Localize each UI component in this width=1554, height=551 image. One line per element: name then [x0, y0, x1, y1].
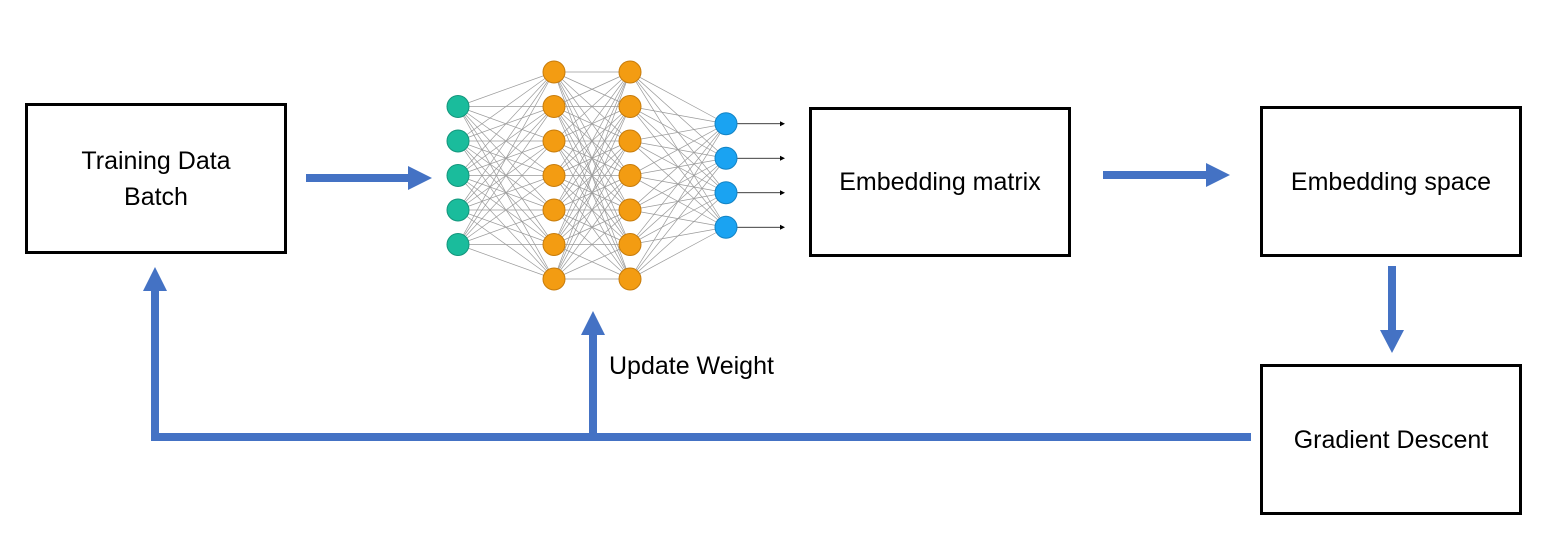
network-edge: [553, 106, 631, 280]
update-weight-label: Update Weight: [609, 352, 774, 380]
hidden-neuron: [618, 267, 642, 291]
network-edge: [457, 175, 555, 245]
network-edge: [629, 106, 727, 125]
arrowhead-matrix-to-space: [1206, 163, 1230, 187]
arrowhead-space-to-gradient: [1380, 330, 1404, 353]
embedding-space-box: Embedding space: [1260, 106, 1522, 257]
training-data-batch-label: Training Data Batch: [81, 146, 231, 211]
network-edge: [629, 192, 727, 280]
network-edge: [629, 123, 727, 211]
network-edge: [629, 123, 727, 176]
input-neuron: [446, 198, 470, 222]
network-edge: [457, 71, 555, 245]
network-edge: [553, 71, 631, 142]
network-edges: [457, 71, 727, 280]
input-neuron: [446, 164, 470, 187]
network-edge: [553, 71, 631, 107]
embedding-space-label: Embedding space: [1290, 167, 1492, 196]
arrowhead-update-weight: [581, 311, 605, 335]
network-edge: [629, 158, 727, 280]
hidden-neuron: [618, 164, 642, 187]
network-edge: [553, 71, 631, 176]
network-edge: [553, 244, 631, 280]
network-edge: [457, 71, 555, 176]
input-neuron: [446, 233, 470, 256]
network-edge: [457, 244, 555, 280]
hidden-neuron: [542, 95, 566, 118]
output-neuron: [714, 112, 738, 136]
output-neuron: [714, 181, 738, 205]
hidden-neuron: [618, 60, 642, 84]
output-arrowhead: [780, 190, 785, 196]
hidden-neuron: [542, 233, 566, 256]
network-edge: [553, 209, 631, 280]
hidden-neuron: [618, 198, 642, 222]
output-arrowhead: [780, 155, 785, 161]
training-data-batch-box: Training Data Batch: [25, 103, 287, 254]
hidden-neuron: [542, 60, 566, 84]
network-edge: [629, 123, 727, 142]
output-arrowhead: [780, 224, 785, 230]
network-edge: [457, 71, 555, 107]
arrowhead-feedback-to-batch: [143, 267, 167, 291]
hidden-neuron: [542, 164, 566, 187]
network-edge: [553, 71, 631, 211]
hidden-neuron: [542, 267, 566, 291]
network-nodes: [446, 60, 738, 291]
hidden-neuron: [542, 129, 566, 153]
network-output-arrows: [737, 121, 785, 230]
input-neuron: [446, 129, 470, 153]
network-edge: [457, 71, 555, 211]
gradient-descent-label: Gradient Descent: [1293, 425, 1489, 454]
network-edge: [629, 226, 727, 280]
output-neuron: [714, 215, 738, 239]
network-edge: [457, 106, 555, 245]
network-edge: [553, 175, 631, 280]
network-edge: [457, 71, 555, 142]
gradient-descent-box: Gradient Descent: [1260, 364, 1522, 515]
arrowhead-batch-to-network: [408, 166, 432, 190]
output-neuron: [714, 146, 738, 170]
hidden-neuron: [542, 198, 566, 222]
network-edge: [457, 209, 555, 245]
network-edge: [553, 140, 631, 280]
hidden-neuron: [618, 129, 642, 153]
hidden-neuron: [618, 233, 642, 256]
network-edge: [553, 71, 631, 245]
output-arrowhead: [780, 121, 785, 127]
embedding-matrix-label: Embedding matrix: [839, 168, 1041, 196]
network-edge: [629, 123, 727, 245]
network-edge: [629, 71, 727, 125]
input-neuron: [446, 95, 470, 118]
hidden-neuron: [618, 95, 642, 118]
network-edge: [457, 140, 555, 245]
embedding-matrix-box: Embedding matrix: [809, 107, 1071, 257]
network-edge: [553, 71, 631, 280]
network-edge: [629, 123, 727, 280]
